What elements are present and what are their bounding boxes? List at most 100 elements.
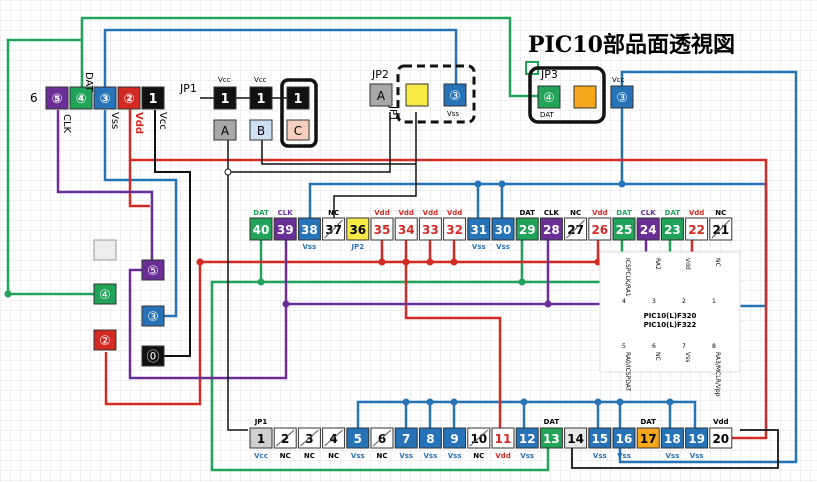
icsp-pin-2	[117, 86, 141, 110]
bottom-pin-sub-label: NC	[328, 452, 339, 460]
left-pad-label: ③	[147, 310, 159, 325]
chip-body	[599, 251, 741, 373]
bottom-pin-11	[491, 427, 515, 449]
nc-strike	[324, 429, 343, 447]
top-pin-func-label: DAT	[253, 209, 269, 217]
bottom-pin-number: 1	[257, 432, 265, 446]
bottom-pin-row: JP11Vcc2NC3NC4NC5Vss6NC7Vss8Vss9Vss10NC1…	[249, 418, 733, 460]
bottom-pin-sub-label: NC	[473, 452, 484, 460]
chip-bottom-pin-num: 7	[682, 343, 686, 350]
top-pin-number: 38	[301, 223, 318, 237]
jp3-pin-3-label: ③	[616, 91, 628, 106]
top-pin-28	[539, 217, 563, 241]
bottom-pin-func-label: DAT	[640, 418, 656, 426]
bottom-pin-1	[249, 427, 273, 449]
top-pin-30	[491, 217, 515, 241]
top-pin-func-label: NC	[328, 209, 339, 217]
label-jp1-rot: JP1	[387, 105, 398, 121]
bottom-pin-9	[443, 427, 467, 449]
icsp-pin-4	[69, 86, 93, 110]
top-pin-number: 31	[470, 223, 487, 237]
nc-strike	[469, 429, 489, 447]
left-pad-label: ⓪	[146, 350, 159, 365]
jp2-pin-3-label: ③	[449, 89, 461, 104]
bottom-pin-number: 17	[640, 432, 657, 446]
pad-a2	[369, 83, 393, 107]
wire-vss-left	[103, 110, 178, 318]
junction-open	[224, 168, 232, 176]
bottom-pin-number: 20	[712, 432, 729, 446]
bottom-pin-16	[612, 427, 636, 449]
nc-strike	[300, 429, 319, 447]
bottom-pin-number: 16	[616, 432, 633, 446]
wire-blk-14	[571, 429, 779, 469]
top-pin-sub-label: Vss	[472, 243, 486, 251]
wire-dat-left	[6, 38, 82, 294]
nc-strike	[275, 429, 295, 447]
jp1-selected-frame	[280, 78, 318, 148]
jp2-yellow-pad	[405, 83, 429, 107]
top-pin-number: 36	[349, 223, 366, 237]
top-pin-number: 30	[495, 223, 512, 237]
junction-dot	[450, 258, 458, 266]
left-empty-pad	[93, 239, 117, 261]
chip-bottom-pin-name: Vss	[684, 352, 691, 362]
top-pin-func-label: DAT	[616, 209, 632, 217]
wire-clk-left	[56, 110, 154, 260]
top-pin-func-label: NC	[570, 209, 581, 217]
top-pin-35	[370, 217, 394, 241]
top-pin-31	[467, 217, 491, 241]
chip-top-pin-num: 3	[652, 298, 656, 305]
chip-top-pin-name: RA2	[654, 258, 661, 270]
top-pin-number: 29	[519, 223, 536, 237]
jp3-vcc: Vcc	[612, 76, 625, 84]
top-pin-number: 40	[253, 223, 270, 237]
pad-a-label: A	[221, 124, 230, 138]
left-pad-2	[93, 283, 117, 305]
icsp-pin-label: ④	[75, 92, 86, 107]
wire-blk-a	[227, 112, 391, 173]
left-pad-label: ⑤	[147, 264, 159, 279]
top-pin-29	[515, 217, 539, 241]
pad-c	[286, 119, 310, 141]
junction-dot	[450, 398, 458, 406]
jp3-dat: DAT	[540, 111, 555, 119]
bottom-pin-sub-label: NC	[280, 452, 291, 460]
junction-dot	[520, 398, 528, 406]
left-pad-label: ②	[99, 334, 111, 349]
bottom-pin-7	[394, 427, 418, 449]
top-pin-sub-label: JP2	[350, 243, 364, 251]
junction-dot	[402, 258, 410, 266]
top-pin-number: 25	[616, 223, 633, 237]
jp3-pin-3	[610, 85, 634, 109]
jp1-jumper-label: 1	[256, 92, 265, 107]
label-clk: CLK	[61, 114, 72, 134]
top-pin-sub-label: Vss	[303, 243, 317, 251]
wire-vdd-left	[128, 160, 150, 208]
wire-vdd-drop	[104, 262, 202, 406]
label-dat: DAT	[83, 72, 94, 93]
bottom-pin-15	[588, 427, 612, 449]
top-pin-number: 35	[374, 223, 391, 237]
jp3-pin-4	[537, 85, 561, 109]
pad-c-label: C	[294, 124, 302, 138]
pad-a	[213, 119, 237, 141]
icsp-pin-label: ③	[99, 92, 110, 107]
left-pad-label: ④	[99, 288, 111, 303]
nc-strike	[711, 219, 731, 239]
bottom-pin-sub-label: Vss	[593, 452, 607, 460]
top-pin-func-label: DAT	[519, 209, 535, 217]
bottom-pin-func-label: JP1	[254, 418, 268, 426]
bottom-pin-number: 19	[688, 432, 705, 446]
label-jp1: JP1	[179, 82, 197, 95]
top-pin-32	[443, 217, 467, 241]
bottom-pin-8	[418, 427, 442, 449]
top-pin-36	[346, 217, 370, 241]
bottom-pin-sub-label: Vcc	[254, 452, 268, 460]
junction-dot	[544, 300, 552, 308]
